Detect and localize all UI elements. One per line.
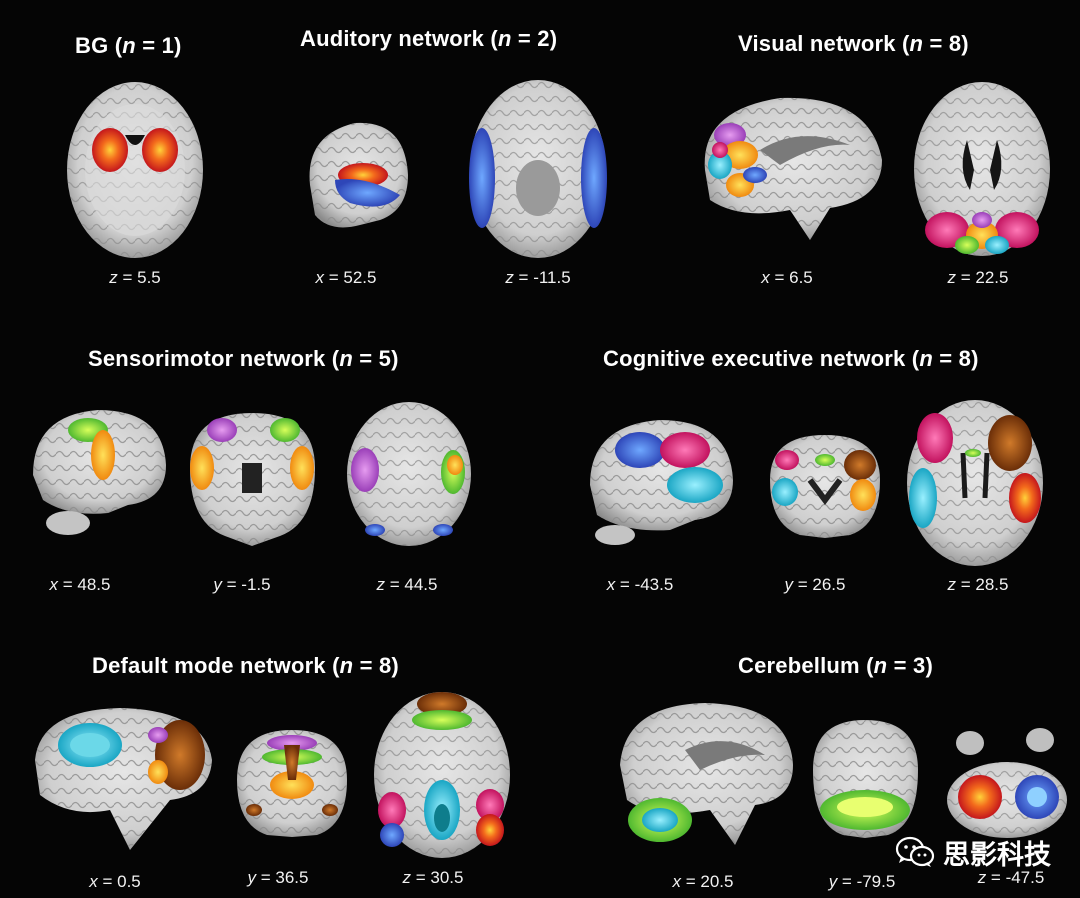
brain-slice-cerebellum-sagittal <box>620 703 793 845</box>
slice-label: z = 28.5 <box>947 575 1009 594</box>
slice-label: z = 22.5 <box>947 268 1009 287</box>
brain-slice-cognitive-coronal <box>770 435 880 538</box>
slice-label: y = 26.5 <box>784 575 846 594</box>
brain-slice-dmn-coronal <box>237 730 347 837</box>
brain-slice-sensorimotor-sagittal <box>33 410 166 535</box>
slice-label: x = 52.5 <box>315 268 377 287</box>
brain-slice-visual-sagittal <box>704 97 882 240</box>
brain-slice-dmn-axial <box>374 692 510 858</box>
panel-title-auditory: Auditory network (n = 2) <box>300 26 558 51</box>
panel-title-cerebellum: Cerebellum (n = 3) <box>738 653 933 678</box>
slice-label: y = -79.5 <box>828 872 896 891</box>
slice-label: x = 20.5 <box>672 872 734 891</box>
slice-label: z = 5.5 <box>109 268 161 287</box>
brain-slice-cognitive-sagittal <box>590 420 733 545</box>
watermark-text: 思影科技 <box>943 839 1051 870</box>
panel-title-sensorimotor: Sensorimotor network (n = 5) <box>88 346 399 371</box>
watermark: 思影科技 <box>895 832 1070 872</box>
brain-slice-sensorimotor-coronal <box>190 413 315 546</box>
panel-title-default-mode: Default mode network (n = 8) <box>92 653 399 678</box>
panel-title-cognitive-executive: Cognitive executive network (n = 8) <box>603 346 979 371</box>
slice-label: x = 6.5 <box>761 268 813 287</box>
slice-label: y = -1.5 <box>213 575 271 594</box>
slice-label: x = -43.5 <box>606 575 674 594</box>
slice-label: x = 48.5 <box>49 575 111 594</box>
slice-label: z = 30.5 <box>402 868 464 887</box>
brain-slice-cerebellum-coronal <box>813 720 918 838</box>
wechat-icon <box>895 836 935 867</box>
slice-label: z = 44.5 <box>376 575 438 594</box>
slice-label: z = -47.5 <box>977 868 1045 887</box>
slice-label: x = 0.5 <box>89 872 141 891</box>
brain-slice-cerebellum-axial <box>947 728 1067 838</box>
panel-title-bg: BG (n = 1) <box>75 33 182 58</box>
slice-label: y = 36.5 <box>247 868 309 887</box>
panel-title-visual: Visual network (n = 8) <box>738 31 969 56</box>
brain-slice-visual-axial <box>914 82 1050 256</box>
brain-slice-sensorimotor-axial <box>347 402 471 546</box>
brain-slice-bg-axial <box>67 82 203 258</box>
brain-slice-auditory-sagittal <box>309 122 408 228</box>
brain-slice-cognitive-axial <box>907 400 1043 566</box>
slice-label: z = -11.5 <box>505 268 571 287</box>
brain-slice-dmn-sagittal <box>35 708 212 850</box>
brain-slice-auditory-axial <box>469 80 607 258</box>
